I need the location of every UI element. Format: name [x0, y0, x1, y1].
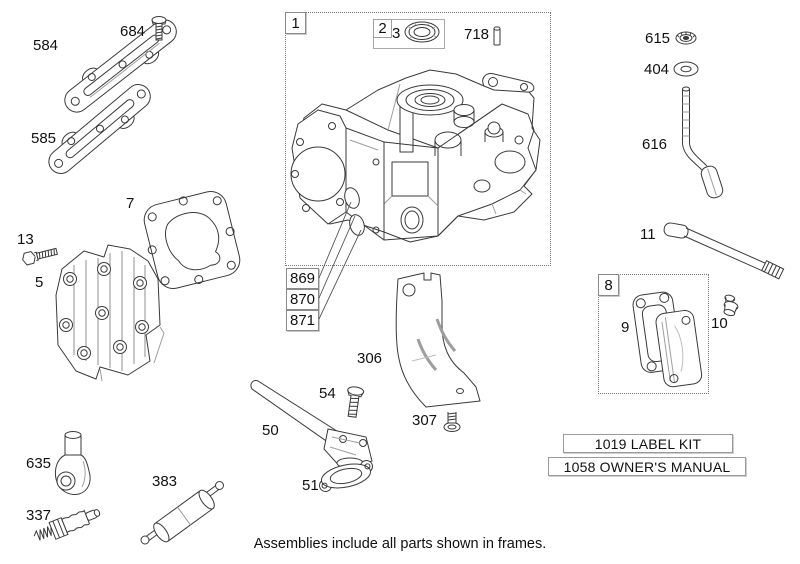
- part-11-label: 11: [640, 226, 656, 243]
- part-3-label: 3: [392, 25, 401, 42]
- part-684-label: 684: [120, 23, 146, 40]
- part-337-label: 337: [26, 507, 52, 524]
- head-bolt-drawing: [19, 241, 61, 271]
- frame-1-number: 1: [285, 12, 306, 34]
- part-13-label: 13: [17, 231, 34, 248]
- part-615-label: 615: [645, 30, 671, 47]
- assembly-frame-1: 1: [285, 12, 551, 266]
- nut-615-drawing: [674, 29, 700, 49]
- part-9-label: 9: [621, 319, 630, 336]
- part-404-label: 404: [644, 61, 670, 78]
- part-616-label: 616: [642, 136, 668, 153]
- dipstick-tube-drawing: [662, 222, 790, 286]
- part-7-label: 7: [126, 195, 135, 212]
- spark-plug-drawing: [28, 496, 104, 550]
- engine-cylinder-block-drawing: [288, 44, 546, 262]
- part-51-label: 51: [302, 477, 319, 494]
- frame-2-number: 2: [373, 19, 392, 38]
- part-584-label: 584: [33, 37, 59, 54]
- owners-manual-box: 1058 OWNER'S MANUAL: [548, 457, 746, 476]
- callout-box-871: 871: [286, 310, 319, 331]
- part-10-label: 10: [711, 315, 728, 332]
- assembly-frame-2: 2: [373, 19, 445, 49]
- part-585-label: 585: [31, 130, 57, 147]
- label-kit-box: 1019 LABEL KIT: [563, 434, 733, 453]
- part-50-label: 50: [262, 422, 279, 439]
- screw-54-drawing: [343, 385, 367, 423]
- part-383-label: 383: [152, 473, 178, 490]
- washer-404-drawing: [672, 60, 702, 80]
- breather-gasket-drawing: [316, 460, 376, 492]
- part-870-label: 870: [289, 291, 316, 308]
- callout-box-869: 869: [286, 268, 319, 289]
- part-869-label: 869: [289, 270, 316, 287]
- part-5-label: 5: [35, 274, 44, 291]
- screw-684-drawing: [149, 15, 171, 45]
- part-306-label: 306: [357, 350, 383, 367]
- frame-8-number: 8: [598, 274, 619, 296]
- spark-plug-boot-drawing: [52, 427, 96, 499]
- callout-box-870: 870: [286, 289, 319, 310]
- footer-note: Assemblies include all parts shown in fr…: [253, 536, 547, 552]
- cylinder-shield-drawing: [384, 269, 488, 413]
- head-gasket-drawing: [142, 185, 244, 297]
- oil-seal-drawing: [402, 18, 444, 50]
- screw-307-drawing: [442, 412, 462, 436]
- part-871-label: 871: [289, 312, 316, 329]
- oil-drain-crank-drawing: [678, 84, 732, 204]
- label-kit-text: 1019 LABEL KIT: [594, 435, 702, 452]
- spark-plug-wrench-drawing: [138, 476, 228, 548]
- part-718-label: 718: [464, 26, 490, 43]
- dowel-pin-drawing: [491, 25, 503, 49]
- part-635-label: 635: [26, 455, 52, 472]
- assembly-frame-8: 8: [598, 274, 709, 394]
- part-54-label: 54: [319, 385, 336, 402]
- shield-gasket-585-drawing: [38, 76, 150, 184]
- part-307-label: 307: [412, 412, 438, 429]
- cylinder-head-drawing: [46, 233, 170, 387]
- owners-manual-text: 1058 OWNER'S MANUAL: [563, 458, 731, 475]
- plug-screw-10-drawing: [719, 294, 747, 320]
- breather-assembly-drawing: [608, 286, 704, 390]
